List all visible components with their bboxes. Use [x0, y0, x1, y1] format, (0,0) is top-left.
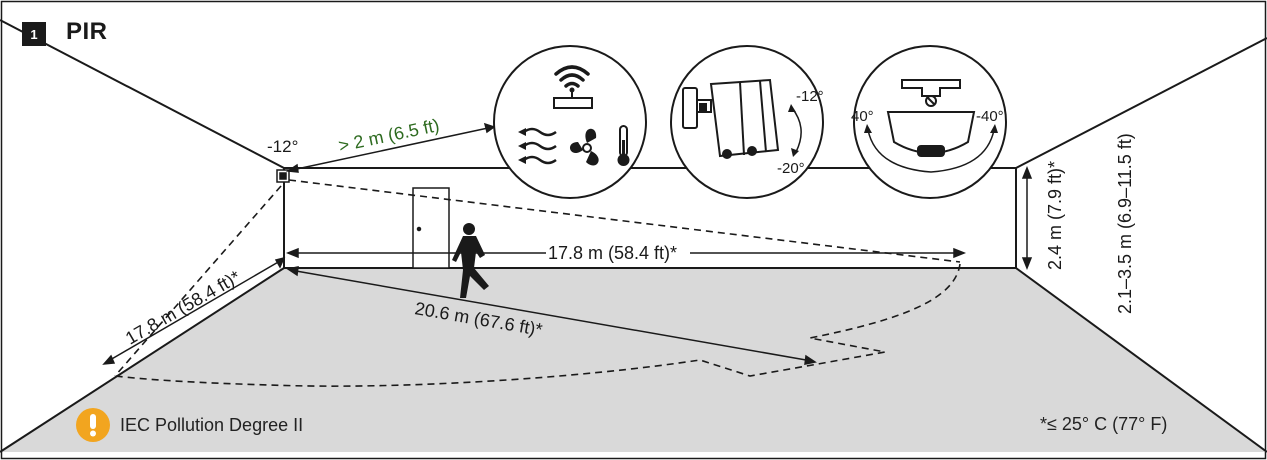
temperature-footnote: *≤ 25° C (77° F): [1040, 414, 1168, 434]
mount-height-arrow: [1021, 165, 1033, 271]
sensor-side-icon: [682, 78, 780, 159]
top-view-rotation-circle: 40° -40°: [851, 45, 1007, 199]
door: [412, 187, 450, 269]
wifi-icon: [554, 65, 590, 88]
floor-area: [0, 268, 1267, 452]
fan-icon: [569, 128, 599, 166]
detection-zone: [114, 179, 961, 387]
back-wall-arrow: [285, 247, 967, 259]
back-wall-width-label: 17.8 m (58.4 ft)*: [548, 243, 677, 263]
environment-factors-circle: [493, 45, 647, 199]
side-arrow: [102, 256, 286, 365]
top-left-angle-label: 40°: [851, 108, 874, 125]
pir-sensor-icon: [276, 169, 290, 183]
diagonal-arrow: [286, 266, 817, 365]
thermometer-icon: [617, 125, 630, 166]
pollution-degree-text: IEC Pollution Degree II: [120, 414, 304, 435]
side-down-angle-label: -20°: [777, 160, 805, 177]
side-up-angle-label: -12°: [796, 88, 824, 105]
ceiling-height-range-label: 2.1–3.5 m (6.9–11.5 ft): [1115, 133, 1135, 314]
airflow-icon: [523, 127, 557, 165]
section-number-badge: 1: [22, 22, 46, 46]
router-icon: [553, 97, 593, 109]
rotation-arc: [867, 129, 995, 173]
sensor-top-icon: [886, 79, 976, 157]
side-view-tilt-circle: -12° -20°: [670, 45, 824, 199]
pollution-notice: IEC Pollution Degree II: [76, 408, 303, 442]
sensor-tilt-label: -12°: [267, 137, 298, 156]
person-silhouette: [452, 223, 489, 298]
warning-icon: [76, 408, 110, 442]
room-outline: [0, 19, 1267, 453]
distance-arrow: [285, 122, 496, 173]
mount-height-label: 2.4 m (7.9 ft)*: [1045, 161, 1065, 270]
page-title: PIR: [66, 18, 108, 45]
top-right-angle-label: -40°: [976, 108, 1004, 125]
